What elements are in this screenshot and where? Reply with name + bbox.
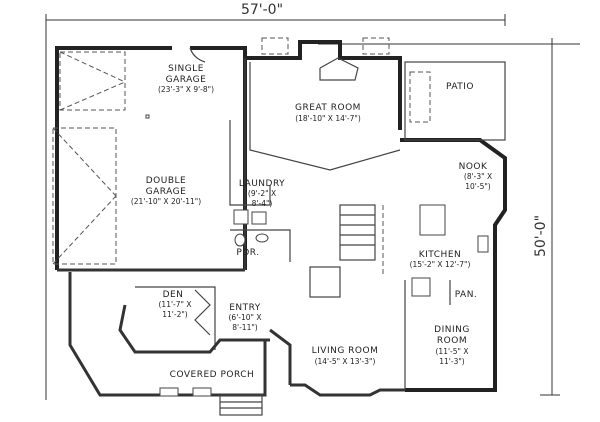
entry-name: ENTRY [229, 303, 261, 313]
single-garage-name-1: SINGLE [168, 64, 204, 74]
single-garage-size: (23'-3" X 9'-8") [158, 85, 214, 94]
great-room-name: GREAT ROOM [295, 103, 361, 113]
powder-name: PDR. [236, 248, 259, 258]
nook-size-2: 10'-5") [465, 182, 491, 191]
living-room-name: LIVING ROOM [312, 346, 379, 356]
double-garage-size: (21'-10" X 20'-11") [131, 197, 201, 206]
laundry-name: LAUNDRY [239, 179, 285, 189]
nook-name: NOOK [459, 162, 488, 172]
dining-room-size-2: 11'-3") [439, 357, 465, 366]
cooktop [411, 277, 431, 297]
staircase [309, 204, 384, 298]
room-powder: PDR. [236, 248, 259, 258]
great-room-size: (18'-10" X 14'-7") [295, 114, 361, 123]
den-size-1: (11'-7" X [159, 300, 192, 309]
room-laundry: LAUNDRY (9'-2" X 8'-4") [239, 179, 285, 208]
patio-area [404, 61, 506, 141]
garage-walls [52, 46, 247, 272]
single-garage-door [59, 51, 126, 111]
double-garage-name-1: DOUBLE [146, 176, 186, 186]
width-label: 57'-0" [241, 2, 283, 18]
laundry-size-2: 8'-4") [252, 199, 273, 208]
covered-porch-name: COVERED PORCH [170, 370, 255, 380]
room-double-garage: DOUBLE GARAGE (21'-10" X 20'-11") [131, 176, 201, 206]
double-garage-door [52, 127, 117, 265]
kitchen-island [419, 204, 446, 236]
porch-steps [219, 394, 263, 416]
room-nook: NOOK (8'-3" X 10'-5") [459, 162, 493, 191]
living-room-size: (14'-5" X 13'-3") [315, 357, 376, 366]
kitchen-name: KITCHEN [419, 250, 462, 260]
depth-dimension: 50'-0" [318, 38, 580, 396]
laundry-size-1: (9'-2" X [248, 189, 276, 198]
room-den: DEN (11'-7" X 11'-2") [159, 290, 192, 319]
room-covered-porch: COVERED PORCH [170, 370, 255, 380]
fireplace [319, 57, 359, 81]
nook-size-1: (8'-3" X [464, 172, 492, 181]
entry-size-2: 8'-11") [232, 323, 258, 332]
patio-name: PATIO [446, 82, 474, 92]
house-walls [68, 37, 507, 416]
double-garage-name-2: GARAGE [146, 187, 187, 197]
kitchen-size: (15'-2" X 12'-7") [410, 260, 471, 269]
room-dining-room: DINING ROOM (11'-5" X 11'-3") [434, 325, 470, 366]
den-size-2: 11'-2") [162, 310, 188, 319]
entry-size-1: (6'-10" X [229, 313, 262, 322]
room-patio: PATIO [446, 82, 474, 92]
den-name: DEN [163, 290, 184, 300]
pantry-name: PAN. [455, 290, 478, 300]
dining-room-size-1: (11'-5" X [436, 347, 469, 356]
single-garage-name-2: GARAGE [166, 75, 207, 85]
room-entry: ENTRY (6'-10" X 8'-11") [229, 303, 262, 332]
width-dimension: 57'-0" [45, 2, 506, 400]
sink [477, 235, 489, 253]
dining-room-name-2: ROOM [437, 336, 467, 346]
room-pantry: PAN. [455, 290, 478, 300]
room-living-room: LIVING ROOM (14'-5" X 13'-3") [312, 346, 379, 366]
room-single-garage: SINGLE GARAGE (23'-3" X 9'-8") [158, 64, 214, 94]
dining-room-name-1: DINING [434, 325, 470, 335]
room-kitchen: KITCHEN (15'-2" X 12'-7") [410, 250, 471, 269]
room-great-room: GREAT ROOM (18'-10" X 14'-7") [295, 103, 361, 123]
depth-label: 50'-0" [533, 215, 549, 257]
